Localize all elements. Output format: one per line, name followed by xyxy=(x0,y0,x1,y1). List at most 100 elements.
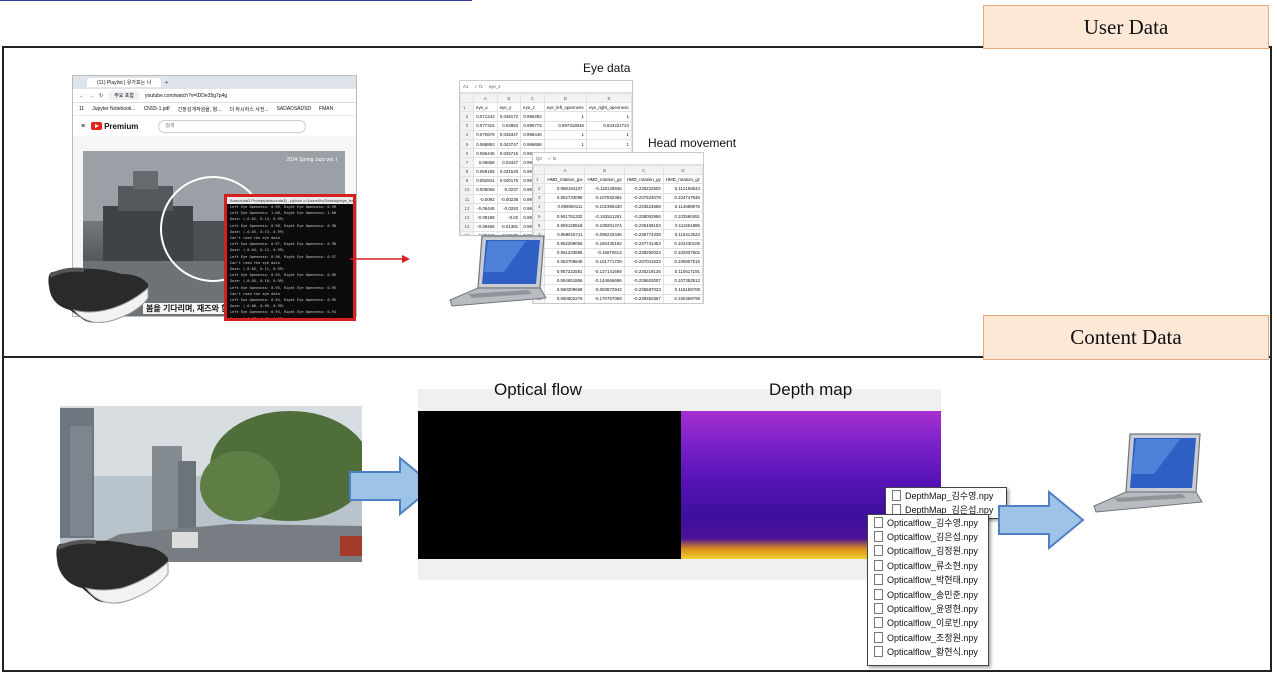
forward-icon[interactable]: → xyxy=(89,93,94,99)
sheet-cell[interactable]: -0.239352867 xyxy=(624,294,663,303)
menu-icon[interactable]: ≡ xyxy=(81,123,85,130)
sheet-header-cell[interactable]: HMD_rotation_gz xyxy=(663,175,702,184)
sheet-cell[interactable]: 0.959916711 xyxy=(545,230,585,239)
sheet-cell[interactable]: -0.151771739 xyxy=(585,257,624,266)
sheet-cell[interactable]: 0.070679 xyxy=(474,130,498,139)
bookmark-item[interactable]: Jupyter Notebook... xyxy=(92,106,135,112)
file-item[interactable]: Opticalflow_김정원.npy xyxy=(868,544,988,558)
file-item[interactable]: Opticalflow_이로빈.npy xyxy=(868,616,988,630)
sheet-cell[interactable]: -0.144656686 xyxy=(585,276,624,285)
sheet-cell[interactable]: -0.170767069 xyxy=(585,294,624,303)
sheet-cell[interactable]: 0.068893 xyxy=(474,139,498,148)
sheet-cell[interactable]: 0.843221724 xyxy=(586,121,631,130)
sheet-header-cell[interactable]: HMD_rotation_gx xyxy=(585,175,624,184)
sheet-cell[interactable]: 0.995773 xyxy=(521,121,545,130)
sheet-column-letter[interactable]: B xyxy=(585,166,624,175)
sheet-header-cell[interactable]: eye_x xyxy=(474,103,498,112)
sheet-cell[interactable]: -0.236603007 xyxy=(624,276,663,285)
sheet-cell[interactable]: -0.237741453 xyxy=(624,239,663,248)
sheet-cell[interactable]: -0.163511261 xyxy=(585,211,624,220)
sheet-cell[interactable]: 0.005066 xyxy=(474,185,498,194)
bookmark-item[interactable]: CNS5-1.pdf xyxy=(144,106,170,112)
sheet-cell[interactable]: 0.065445 xyxy=(474,149,498,158)
sheet-cell[interactable]: -0.233623658 xyxy=(624,202,663,211)
sheet-cell[interactable]: -0.238002956 xyxy=(624,211,663,220)
sheet-cell[interactable]: 0.951781332 xyxy=(545,211,585,220)
sheet-cell[interactable]: 0.112156644 xyxy=(663,184,702,193)
sheet-column-letter[interactable]: D xyxy=(663,166,702,175)
bookmark-item[interactable]: FMAN xyxy=(319,106,333,112)
sheet-header-cell[interactable]: eye_z xyxy=(521,103,545,112)
sheet-cell[interactable]: 0.954651866 xyxy=(545,276,585,285)
sheet-cell[interactable]: 1 xyxy=(586,130,631,139)
sheet-cell[interactable]: -0.127141669 xyxy=(585,267,624,276)
sheet-cell[interactable]: 1 xyxy=(586,139,631,148)
sheet-cell[interactable]: -0.108201474 xyxy=(585,221,624,230)
sheet-cell[interactable]: 0.102937502 xyxy=(663,248,702,257)
sheet-cell[interactable]: 1 xyxy=(544,130,586,139)
sheet-cell[interactable]: 0.04953 xyxy=(497,121,521,130)
sheet-cell[interactable]: -0.02 xyxy=(497,213,521,222)
sheet-cell[interactable]: 0.043747 xyxy=(497,139,521,148)
sheet-cell[interactable]: 0.059158 xyxy=(474,167,498,176)
sheet-header-cell[interactable]: HMD_rotation_gw xyxy=(545,175,585,184)
sheet-cell[interactable]: 0.959600111 xyxy=(545,202,585,211)
sheet-header-cell[interactable]: eye_right_openness xyxy=(586,103,631,112)
sheet-column-letter[interactable]: D xyxy=(544,94,586,103)
sheet-cell[interactable]: 0.952733098 xyxy=(545,193,585,202)
file-item[interactable]: Opticalflow_박현태.npy xyxy=(868,573,988,587)
sheet-cell[interactable]: 0.048172 xyxy=(497,112,521,121)
file-item[interactable]: Opticalflow_조정원.npy xyxy=(868,630,988,644)
file-item[interactable]: Opticalflow_황현식.npy xyxy=(868,645,988,659)
sheet-cell[interactable]: -0.235222502 xyxy=(624,184,663,193)
sheet-cell[interactable]: 0.950502276 xyxy=(545,294,585,303)
sheet-cell[interactable]: -0.16670613 xyxy=(585,248,624,257)
sheet-cell[interactable]: 0.104747846 xyxy=(663,193,702,202)
sheet-cell[interactable]: 0.957222581 xyxy=(545,267,585,276)
sheet-cell[interactable]: 0.104230106 xyxy=(663,239,702,248)
youtube-search-input[interactable]: 검색 xyxy=(158,120,306,133)
address-url[interactable]: youtube.com/watch?v=IDDe35g7p4g xyxy=(145,93,227,99)
sheet-cell[interactable]: 0.071243 xyxy=(474,112,498,121)
new-tab-button[interactable]: + xyxy=(165,80,168,86)
sheet-cell[interactable]: -0.102390430 xyxy=(585,202,624,211)
sheet-cell[interactable]: 0.105907515 xyxy=(663,257,702,266)
sheet-cell[interactable]: 0.997418046 xyxy=(544,121,586,130)
sheet-cell[interactable]: 0.052841 xyxy=(474,176,498,185)
sheet-cell[interactable]: -0.238685431 xyxy=(624,303,663,304)
bookmark-item[interactable]: 11 xyxy=(79,106,84,112)
sheet-cell[interactable]: -0.235774338 xyxy=(624,230,663,239)
bookmark-item[interactable]: 긴장성개작원을, 헝... xyxy=(178,106,222,113)
sheet-cell[interactable]: -0.174683821 xyxy=(585,303,624,304)
sheet-header-cell[interactable]: eye_left_openness xyxy=(544,103,586,112)
browser-tab[interactable]: (11) Playlist | 유가포는 너 xyxy=(87,78,161,87)
sheet-cell[interactable]: 0.959128818 xyxy=(545,221,585,230)
sheet-cell[interactable]: -0.093872942 xyxy=(585,285,624,294)
sheet-cell[interactable]: -0.238250024 xyxy=(624,248,663,257)
sheet-cell[interactable]: 0.951233685 xyxy=(545,248,585,257)
back-icon[interactable]: ← xyxy=(79,93,84,99)
sheet-cell[interactable]: -0.160440192 xyxy=(585,239,624,248)
eye-sheet-cell-ref[interactable]: A1 xyxy=(463,84,468,89)
sheet-header-cell[interactable]: eye_y xyxy=(497,103,521,112)
file-item[interactable]: Opticalflow_송민준.npy xyxy=(868,587,988,601)
sheet-cell[interactable]: 0.031525 xyxy=(497,167,521,176)
sheet-cell[interactable]: 0.996658 xyxy=(521,139,545,148)
sheet-cell[interactable]: -0.235469153 xyxy=(624,221,663,230)
sheet-cell[interactable]: 0.996445 xyxy=(521,130,545,139)
sheet-cell[interactable]: 0.949804664 xyxy=(545,303,585,304)
sheet-cell[interactable]: 0.06658 xyxy=(474,158,498,167)
sheet-cell[interactable]: -0.235587023 xyxy=(624,285,663,294)
address-chip[interactable]: 주요 포함 xyxy=(108,91,140,100)
sheet-cell[interactable]: 0.077316 xyxy=(474,121,498,130)
sheet-cell[interactable]: 0.045347 xyxy=(497,130,521,139)
file-item[interactable]: Opticalflow_류소현.npy xyxy=(868,558,988,572)
sheet-cell[interactable]: -0.098233436 xyxy=(585,230,624,239)
sheet-cell[interactable]: 0.996292 xyxy=(521,112,545,121)
youtube-logo[interactable]: Premium xyxy=(91,122,138,131)
sheet-cell[interactable]: 0.03447 xyxy=(497,158,521,167)
sheet-header-cell[interactable]: HMD_rotation_gy xyxy=(624,175,663,184)
sheet-cell[interactable]: 1 xyxy=(544,112,586,121)
sheet-cell[interactable]: 0.116169708 xyxy=(663,285,702,294)
sheet-cell[interactable]: 1 xyxy=(586,112,631,121)
